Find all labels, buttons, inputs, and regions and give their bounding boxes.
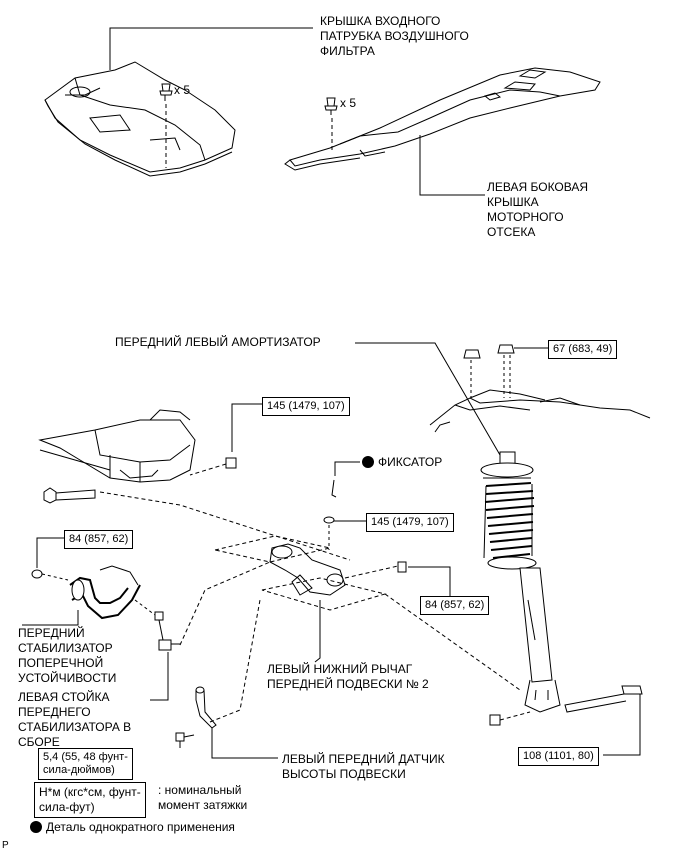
clip-intake-icon — [159, 83, 173, 101]
label-height-sensor: ЛЕВЫЙ ПЕРЕДНИЙ ДАТЧИК ВЫСОТЫ ПОДВЕСКИ — [282, 752, 445, 781]
label-engine-side-cover: ЛЕВАЯ БОКОВАЯ КРЫШКА МОТОРНОГО ОТСЕКА — [487, 180, 589, 239]
body-top-mount-drawing — [429, 389, 651, 433]
legend-torque-desc: : номинальный момент затяжки — [158, 783, 248, 812]
label-retainer: ФИКСАТОР — [362, 455, 442, 470]
top-mount-nut-right — [497, 344, 515, 398]
engine-side-cover-drawing — [284, 67, 601, 171]
torque-arm-rear: 84 (857, 62) — [420, 596, 490, 615]
leader-height-sensor — [211, 728, 278, 759]
torque-stab-bar: 84 (857, 62) — [64, 530, 134, 549]
shock-lower-nut — [489, 714, 501, 726]
leader-lower-bolt-torque — [603, 694, 641, 756]
torque-arm-upper: 145 (1479, 107) — [366, 513, 454, 532]
shock-lower-bolt — [564, 685, 643, 713]
stabilizer-link-drawing — [154, 611, 180, 651]
leader-stab-bar-torque — [36, 537, 64, 568]
torque-crossmember: 145 (1479, 107) — [262, 397, 350, 416]
height-sensor-drawing — [195, 686, 217, 729]
crossmember-drawing — [38, 409, 196, 483]
leader-lower-arm — [314, 600, 321, 663]
torque-sensor: 5,4 (55, 48 фунт- сила-дюймов) — [38, 748, 133, 780]
shock-absorber-drawing — [480, 451, 561, 713]
torque-lower-bolt: 108 (1101, 80) — [518, 747, 599, 766]
leader-stab-bar — [22, 610, 79, 626]
non-reusable-icon — [362, 456, 374, 468]
label-front-shock: ПЕРЕДНИЙ ЛЕВЫЙ АМОРТИЗАТОР — [115, 335, 321, 349]
lower-arm-drawing — [269, 543, 346, 596]
qty-intake-clips: x 5 — [174, 83, 191, 97]
sensor-bolt — [175, 732, 195, 742]
label-stabilizer-link: ЛЕВАЯ СТОЙКА ПЕРЕДНЕГО СТАБИЛИЗАТОРА В С… — [18, 690, 132, 749]
leader-arm-rear-torque — [408, 566, 451, 597]
leader-side-cover — [419, 135, 485, 196]
torque-top-mount: 67 (683, 49) — [548, 340, 618, 359]
label-lower-arm: ЛЕВЫЙ НИЖНИЙ РЫЧАГ ПЕРЕДНЕЙ ПОДВЕСКИ № 2 — [267, 662, 429, 691]
air-intake-cover-drawing — [44, 61, 236, 177]
retainer-clip — [331, 479, 337, 498]
label-air-intake-cover: КРЫШКА ВХОДНОГО ПАТРУБКА ВОЗДУШНОГО ФИЛЬ… — [320, 14, 469, 58]
qty-side-clips: x 5 — [340, 96, 357, 110]
crossmember-nut — [225, 457, 237, 469]
top-mount-nut-left — [463, 349, 481, 398]
label-stabilizer-bar: ПЕРЕДНИЙ СТАБИЛИЗАТОР ПОПЕРЕЧНОЙ УСТОЙЧИ… — [18, 626, 117, 685]
leader-crossmember-torque — [231, 403, 262, 452]
page-mark: P — [2, 840, 9, 851]
leader-retainer — [334, 461, 360, 476]
clip-side-icon — [324, 97, 338, 115]
legend-non-reusable: Деталь однократного применения — [30, 820, 235, 835]
leader-air-intake — [109, 27, 313, 70]
arm-rear-nut — [397, 561, 407, 573]
stabilizer-bar-drawing — [31, 565, 141, 620]
legend-torque-unit: Н*м (кгс*см, фунт- сила-фут) — [34, 782, 146, 818]
arm-washer — [323, 516, 335, 524]
non-reusable-icon — [30, 821, 42, 833]
crossmember-bolt — [43, 487, 96, 504]
leader-stab-link — [150, 652, 169, 701]
leader-front-shock — [355, 342, 501, 456]
